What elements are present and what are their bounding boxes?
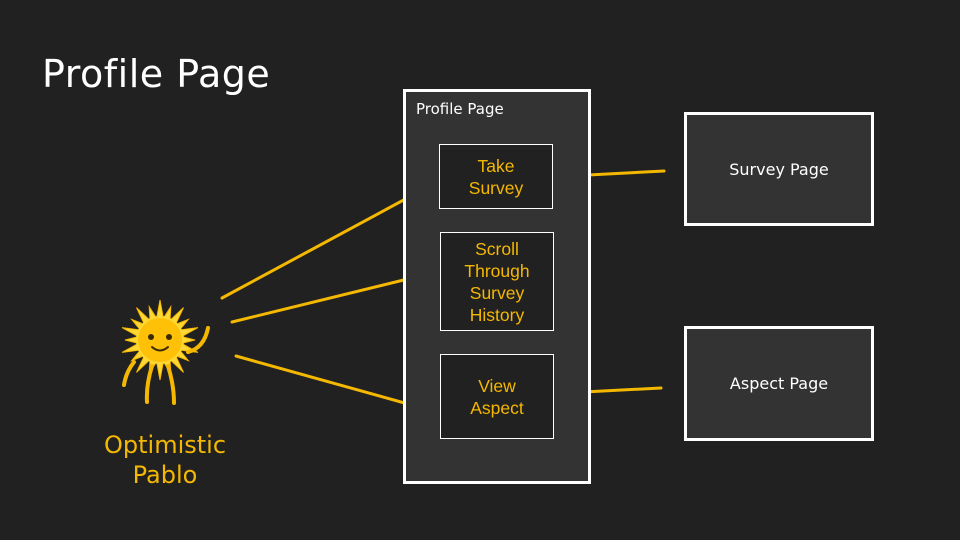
persona-name: Optimistic Pablo <box>103 431 227 489</box>
connector-persona-take-survey <box>220 187 426 300</box>
survey-page-label: Survey Page <box>729 159 829 179</box>
aspect-page-box: Aspect Page <box>684 326 874 441</box>
aspect-page-label: Aspect Page <box>729 374 829 393</box>
action-scroll-survey-history: Scroll Through Survey History <box>440 232 554 331</box>
profile-frame-label: Profile Page <box>416 100 504 118</box>
connector-persona-view-aspect <box>234 354 428 411</box>
survey-page-box: Survey Page <box>684 112 874 226</box>
connector-persona-scroll-history <box>230 274 422 324</box>
slide-title: Profile Page <box>42 52 271 96</box>
action-view-aspect: View Aspect <box>440 354 554 439</box>
action-take-survey: Take Survey <box>439 144 553 209</box>
